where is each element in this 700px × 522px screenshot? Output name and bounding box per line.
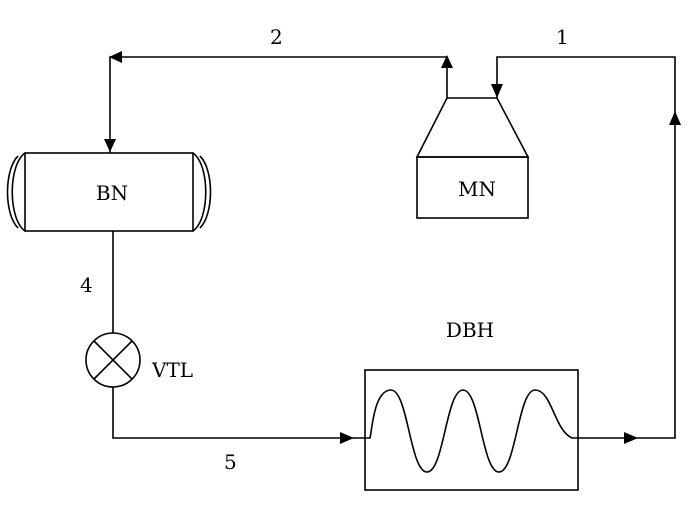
valve-label: VTL bbox=[151, 358, 193, 382]
discharge-line bbox=[104, 51, 453, 153]
point-label-4: 4 bbox=[80, 273, 93, 297]
arrow-right-evaporator-in bbox=[340, 432, 354, 444]
arrow-up-suction bbox=[669, 111, 681, 125]
compressor-label: MN bbox=[458, 177, 496, 201]
arrow-right-evaporator-out bbox=[624, 432, 638, 444]
receiver-tank: BN bbox=[6, 152, 212, 232]
arrow-left-discharge bbox=[109, 51, 122, 63]
point-label-5: 5 bbox=[224, 450, 237, 474]
evaporator-label: DBH bbox=[446, 318, 494, 342]
point-label-2: 2 bbox=[270, 25, 283, 49]
receiver-label: BN bbox=[96, 181, 128, 205]
point-label-1: 1 bbox=[556, 25, 569, 49]
expansion-line bbox=[112, 387, 365, 444]
suction-line bbox=[491, 56, 681, 444]
expansion-valve: VTL bbox=[85, 332, 193, 388]
compressor: MN bbox=[415, 97, 530, 219]
arrow-down-receiver bbox=[104, 139, 116, 152]
arrow-up-discharge bbox=[441, 55, 453, 68]
arrow-down-compressor bbox=[491, 84, 503, 98]
evaporator: DBH bbox=[364, 318, 579, 491]
